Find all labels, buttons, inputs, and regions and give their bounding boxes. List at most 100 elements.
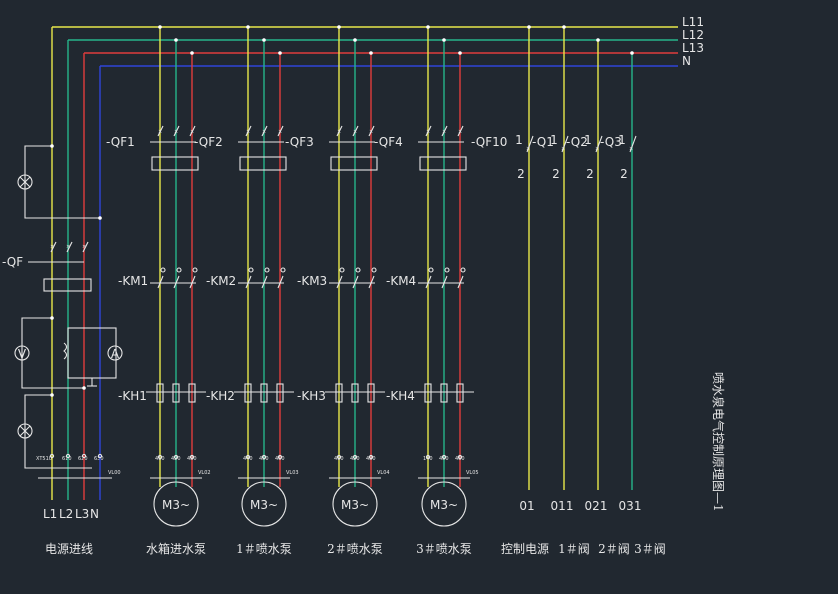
- incoming-breaker-x: ×: [82, 244, 86, 250]
- contactor-arc: [339, 267, 345, 273]
- junction-dot: [82, 386, 86, 390]
- branch-4-contactor-label: -KM4: [386, 274, 416, 288]
- branch-3-caption: 2＃喷水泵: [327, 542, 383, 556]
- contactor-arc: [460, 267, 466, 273]
- breaker-contact: [336, 125, 343, 137]
- breaker-trip-box: [419, 156, 467, 171]
- incoming-breaker-switch: [50, 241, 57, 253]
- lamp-icon: [17, 174, 33, 190]
- branch-3-motor-label: M3~: [341, 498, 369, 512]
- motor-icon: [332, 481, 378, 527]
- breaker-contact: [368, 125, 375, 137]
- incoming-breaker-box: [43, 278, 92, 292]
- branch-1-terminal-tag: 410: [155, 456, 165, 462]
- junction-dot: [174, 38, 178, 42]
- overload-element: [351, 383, 359, 403]
- breaker-contact: [352, 125, 359, 137]
- overload-element: [276, 383, 284, 403]
- overload-element: [456, 383, 464, 403]
- incoming-caption: 电源进线: [45, 542, 93, 556]
- branch-3-wire-tag: VL04: [377, 470, 390, 476]
- branch-2-contactor-label: -KM2: [206, 274, 236, 288]
- control-3-breaker-label: -Q2: [566, 135, 588, 149]
- phase-label-n: N: [90, 507, 99, 521]
- junction-dot: [369, 51, 373, 55]
- ammeter-icon: [107, 345, 123, 361]
- junction-dot: [98, 216, 102, 220]
- junction-dot: [353, 38, 357, 42]
- contactor-contact: [245, 275, 252, 289]
- control-2-breaker-label: -Q1: [532, 135, 554, 149]
- overload-element: [424, 383, 432, 403]
- breaker-trip-box: [239, 156, 287, 171]
- branch-3-contactor-label: -KM3: [297, 274, 327, 288]
- contactor-arc: [280, 267, 286, 273]
- current-transformer-icon: [63, 342, 68, 360]
- control-4-pin-in: 1: [618, 133, 626, 147]
- junction-dot: [158, 25, 162, 29]
- motor-icon: [241, 481, 287, 527]
- branch-1-wire-tag: VL02: [198, 470, 211, 476]
- contactor-contact: [157, 275, 164, 289]
- control-4-breaker-label: -Q3: [600, 135, 622, 149]
- branch-terminal: [277, 454, 283, 460]
- junction-dot: [458, 51, 462, 55]
- motor-icon: [153, 481, 199, 527]
- junction-dot: [337, 25, 341, 29]
- contactor-contact: [457, 275, 464, 289]
- branch-2-overload-label: -KH2: [206, 389, 235, 403]
- branch-1-terminal-tag: 430: [187, 456, 197, 462]
- branch-4-wire-tag: VL05: [466, 470, 479, 476]
- contactor-arc: [248, 267, 254, 273]
- contactor-arc: [160, 267, 166, 273]
- contactor-arc: [444, 267, 450, 273]
- contactor-contact: [277, 275, 284, 289]
- control-2-pin-out: 2: [552, 167, 560, 181]
- junction-dot: [190, 51, 194, 55]
- breaker-x: ×: [337, 129, 341, 135]
- incoming-wire-tag: VL00: [108, 470, 121, 476]
- control-2-output-label: 011: [551, 499, 574, 513]
- incoming-terminal: [49, 453, 55, 459]
- incoming-terminal-tag-1: 610: [62, 456, 72, 462]
- branch-1-contactor-label: -KM1: [118, 274, 148, 288]
- breaker-x: ×: [174, 129, 178, 135]
- control-4-pin-out: 2: [620, 167, 628, 181]
- branch-terminal: [336, 454, 342, 460]
- branch-3-breaker-label: -QF3: [285, 135, 314, 149]
- incoming-breaker-switch: [82, 241, 89, 253]
- ammeter-label: A: [111, 347, 120, 361]
- junction-dot: [630, 51, 634, 55]
- incoming-breaker-label: -QF: [2, 255, 23, 269]
- lamp2-cross: [19, 425, 31, 437]
- branch-3-overload-label: -KH3: [297, 389, 326, 403]
- control-3-pin-out: 2: [586, 167, 594, 181]
- breaker-contact: [277, 125, 284, 137]
- breaker-contact: [245, 125, 252, 137]
- contactor-arc: [371, 267, 377, 273]
- control-switch-contact: [595, 135, 603, 153]
- incoming-breaker-switch: [66, 241, 73, 253]
- breaker-trip-box: [330, 156, 378, 171]
- control-switch-x: ×: [595, 146, 599, 152]
- control-1-pin-in: 1: [515, 133, 523, 147]
- control-2-pin-in: 1: [550, 133, 558, 147]
- lamp2-icon: [17, 423, 33, 439]
- contactor-contact: [441, 275, 448, 289]
- contactor-contact: [261, 275, 268, 289]
- branch-4-terminal-tag: 450: [439, 456, 449, 462]
- control-switch-contact: [526, 135, 534, 153]
- branch-terminal: [457, 454, 463, 460]
- contactor-contact: [189, 275, 196, 289]
- contactor-arc: [176, 267, 182, 273]
- junction-dot: [527, 25, 531, 29]
- overload-element: [172, 383, 180, 403]
- branch-terminal: [173, 454, 179, 460]
- junction-dot: [426, 25, 430, 29]
- contactor-arc: [355, 267, 361, 273]
- control-4-output-label: 031: [619, 499, 642, 513]
- breaker-x: ×: [442, 129, 446, 135]
- breaker-x: ×: [353, 129, 357, 135]
- contactor-contact: [173, 275, 180, 289]
- branch-2-motor-label: M3~: [250, 498, 278, 512]
